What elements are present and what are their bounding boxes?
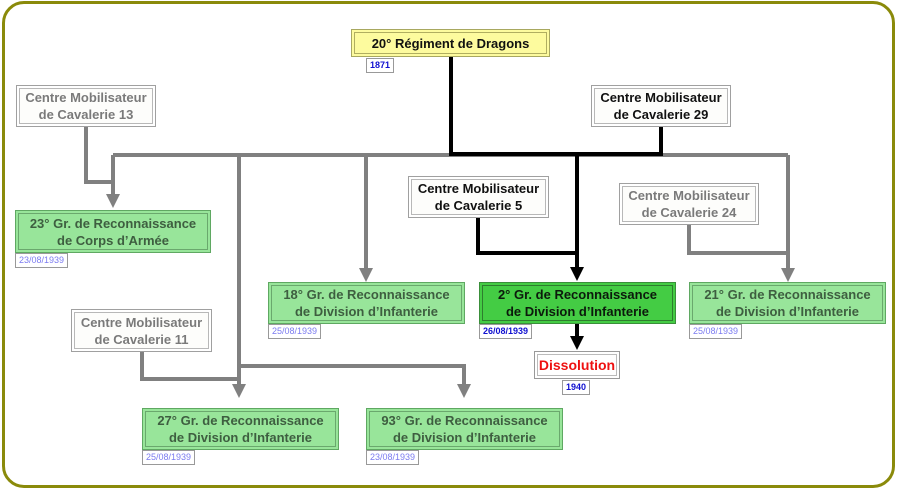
centre-line1: Centre Mobilisateur [25,90,147,105]
dissolution-label: Dissolution [538,356,616,373]
connector-cm5-to-2 [476,216,577,255]
group-line1: 93° Gr. de Reconnaissance [381,413,548,428]
centre-node-cm24[interactable]: Centre Mobilisateur de Cavalerie 24 [619,183,759,225]
group-line1: 23° Gr. de Reconnaissance [29,215,197,231]
group-node-21e-gr[interactable]: 21° Gr. de Reconnaissance de Division d’I… [689,282,886,324]
root-label: 20° Régiment de Dragons [371,35,530,51]
connector-cm24-to-21 [687,222,788,255]
connector-root-to-bus [449,55,663,156]
group-line2: de Corps d’Armée [57,232,169,248]
group-date-27e: 25/08/1939 [142,450,196,465]
dissolution-date: 1940 [562,380,591,395]
dissolution-node[interactable]: Dissolution [534,351,620,379]
connector-cm13-to-23 [84,126,113,184]
centre-node-cm13[interactable]: Centre Mobilisateur de Cavalerie 13 [16,85,156,127]
connector-cm11-to-27 [140,351,239,381]
arrow-to-2 [570,267,584,281]
group-line2: de Division d’Infanterie [392,430,537,445]
group-date-21e: 25/08/1939 [689,324,743,339]
centre-line2: de Cavalerie 5 [434,198,523,213]
group-line2: de Division d’Infanterie [168,430,313,445]
arrow-to-21 [781,268,795,282]
centre-line2: de Cavalerie 13 [38,107,134,122]
group-node-93e-gr[interactable]: 93° Gr. de Reconnaissance de Division d’I… [366,408,563,450]
centre-line1: Centre Mobilisateur [80,314,203,330]
centre-line1: Centre Mobilisateur [600,90,722,105]
connector-27-to-93 [239,364,466,386]
centre-node-cm29[interactable]: Centre Mobilisateur de Cavalerie 29 [591,85,731,127]
centre-node-cm5[interactable]: Centre Mobilisateur de Cavalerie 5 [408,176,549,218]
arrow-to-18 [359,268,373,282]
group-line1: 18° Gr. de Reconnaissance [283,287,450,302]
group-date-23e: 23/08/1939 [15,253,69,268]
arrow-to-dissolution [570,336,584,350]
arrow-to-23 [106,194,120,208]
centre-line2: de Cavalerie 11 [94,331,189,347]
group-line2: de Division d’Infanterie [294,304,439,319]
centre-line2: de Cavalerie 29 [613,107,709,122]
group-line1: 27° Gr. de Reconnaissance [157,413,324,428]
group-node-27e-gr[interactable]: 27° Gr. de Reconnaissance de Division d’I… [142,408,339,450]
root-node-20e-regiment-dragons[interactable]: 20° Régiment de Dragons [351,29,550,57]
arrow-to-27 [232,384,246,398]
centre-line1: Centre Mobilisateur [628,188,750,203]
group-date-2e: 26/08/1939 [479,324,533,339]
arrow-to-93 [457,384,471,398]
group-node-18e-gr[interactable]: 18° Gr. de Reconnaissance de Division d’I… [268,282,465,324]
group-line1: 21° Gr. de Reconnaissance [704,287,871,302]
group-line2: de Division d’Infanterie [505,304,649,319]
centre-line1: Centre Mobilisateur [417,181,540,196]
group-line2: de Division d’Infanterie [715,304,860,319]
centre-line2: de Cavalerie 24 [641,205,737,220]
group-date-93e: 23/08/1939 [366,450,420,465]
group-node-2e-gr[interactable]: 2° Gr. de Reconnaissance de Division d’In… [479,282,676,324]
group-line1: 2° Gr. de Reconnaissance [497,287,658,302]
root-date: 1871 [366,58,395,73]
group-date-18e: 25/08/1939 [268,324,322,339]
